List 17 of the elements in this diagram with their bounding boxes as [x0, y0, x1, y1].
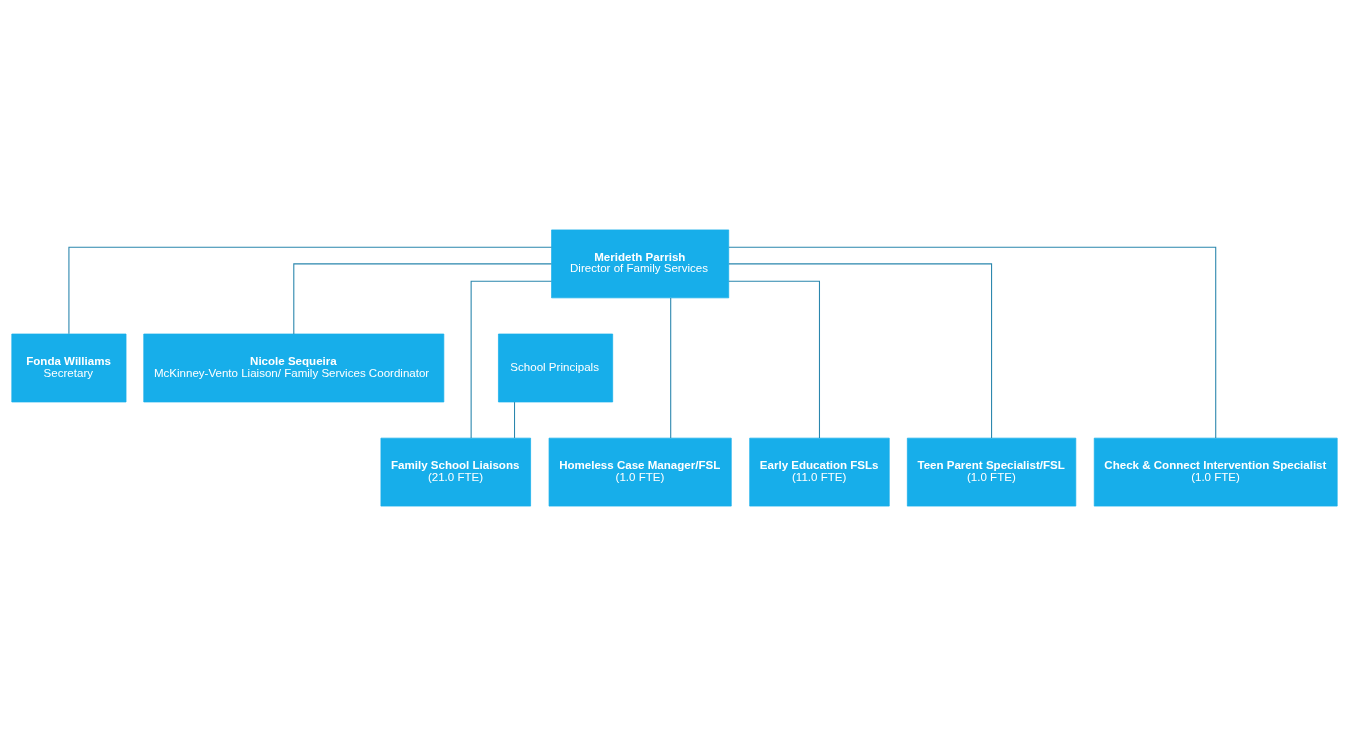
node-box: Check & Connect Intervention Specialist (1.0 FTE)	[1093, 437, 1338, 507]
connector	[293, 263, 552, 335]
connector	[670, 297, 672, 439]
connector	[728, 280, 820, 439]
connector	[728, 246, 1217, 439]
connector	[728, 263, 993, 439]
connector	[470, 280, 552, 439]
node-box: Fonda Williams Secretary	[11, 333, 127, 403]
connector	[68, 246, 553, 335]
node-box: School Principals	[498, 333, 614, 403]
node-box: Early Education FSLs (11.0 FTE)	[749, 437, 890, 507]
connector	[514, 401, 516, 439]
node-box: Merideth Parrish Director of Family Services	[551, 229, 730, 299]
node-box: Family School Liaisons (21.0 FTE)	[380, 437, 531, 507]
node-box: Homeless Case Manager/FSL (1.0 FTE)	[548, 437, 732, 507]
node-box: Teen Parent Specialist/FSL (1.0 FTE)	[906, 437, 1077, 507]
node-box: Nicole Sequeira McKinney-Vento Liaison/ Family Services Coordinator	[143, 333, 445, 403]
